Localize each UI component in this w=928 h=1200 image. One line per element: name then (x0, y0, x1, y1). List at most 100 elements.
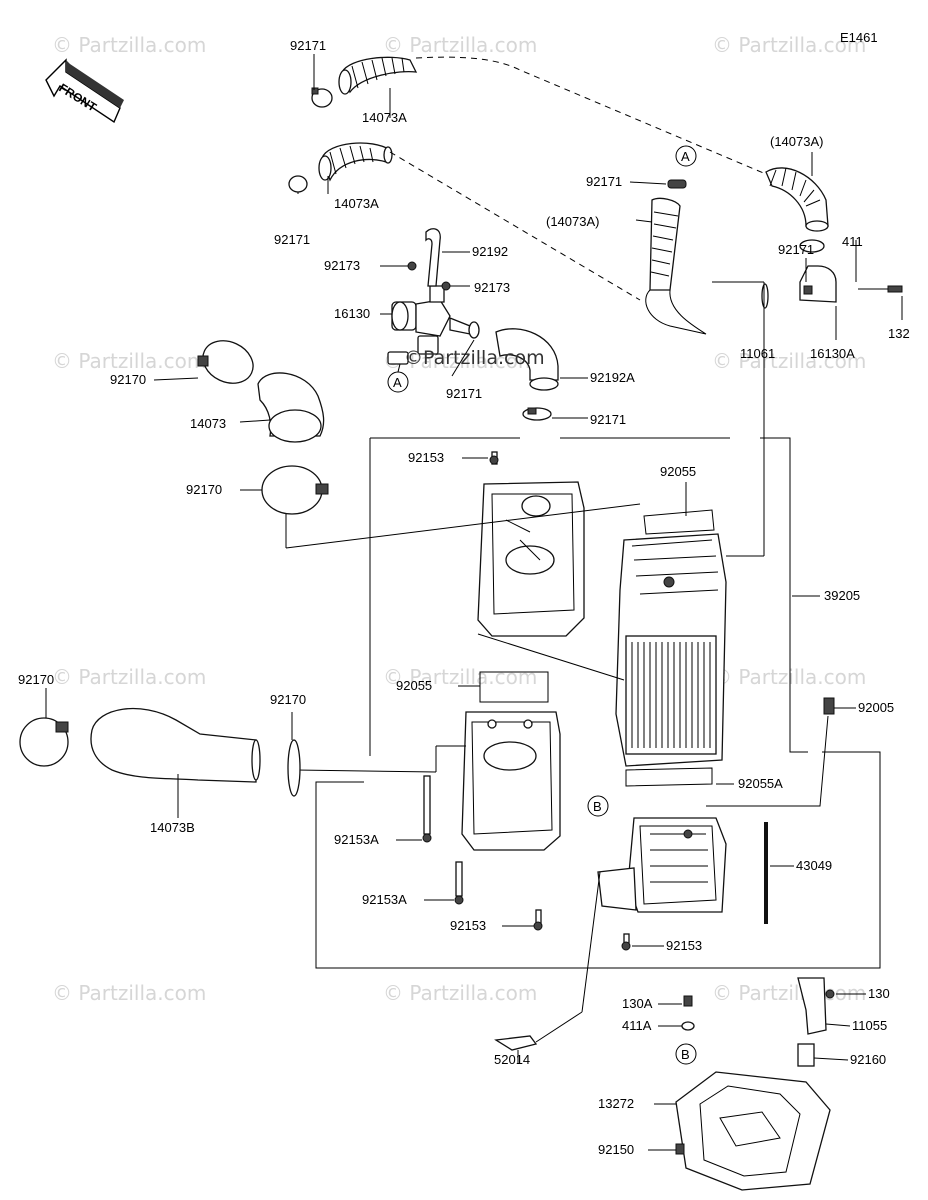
leader (477, 633, 625, 681)
labels-layer: 92171 14073A 92171 14073A 92171 (14073A)… (18, 38, 910, 1157)
part-label: 92192A (590, 370, 635, 385)
part-label: 92153 (450, 918, 486, 933)
part-label: (14073A) (770, 134, 823, 149)
watermark-layer: © Partzilla.com © Partzilla.com © Partzi… (52, 33, 866, 1005)
gasket-92055-upper (643, 509, 715, 535)
bolt-92153a-lower (454, 861, 464, 905)
part-label: 39205 (824, 588, 860, 603)
bolt-92153-tray (621, 933, 631, 951)
tray-lower (597, 817, 727, 913)
clamp-92170-upper (197, 340, 254, 384)
hose-14073a-second (318, 142, 393, 182)
watermark: © Partzilla.com (383, 33, 537, 57)
callout-b-bottom: B (675, 1043, 697, 1065)
hose-14073 (257, 372, 325, 443)
bolt-130 (825, 989, 835, 999)
callout-b-left: B (587, 795, 609, 817)
part-label: 14073 (190, 416, 226, 431)
hose-14073b (90, 707, 261, 783)
bolt-92150 (675, 1143, 685, 1155)
part-label: 92150 (598, 1142, 634, 1157)
front-arrow-icon: FRONT (45, 58, 124, 124)
washer-411a (681, 1021, 695, 1031)
leader (285, 503, 641, 549)
part-label: 13272 (598, 1096, 634, 1111)
bracket-39205 (369, 437, 808, 756)
part-label: 411 (842, 234, 863, 249)
clamp-92171-right (799, 239, 825, 253)
part-label: 92055 (396, 678, 432, 693)
diagram-code: E1461 (840, 30, 878, 45)
watermark: © Partzilla.com (712, 33, 866, 57)
hose-14073a-top (338, 56, 418, 95)
intercooler-39205 (615, 533, 727, 767)
part-label: 92153A (362, 892, 407, 907)
bolt-92153a-upper (422, 775, 432, 843)
part-label: 92171 (274, 232, 310, 247)
hose-14073a-center (645, 197, 707, 335)
leader (706, 715, 829, 807)
part-label: 92192 (472, 244, 508, 259)
hose-92192a (495, 328, 559, 391)
part-label: 92055A (738, 776, 783, 791)
leader (435, 745, 466, 772)
part-label: 16130A (810, 346, 855, 361)
part-label: 411A (622, 1018, 652, 1033)
part-52014 (494, 871, 601, 1051)
part-label: 92153 (666, 938, 702, 953)
part-label: 14073A (334, 196, 379, 211)
part-label: 11055 (852, 1018, 887, 1033)
bolt-92153-top (489, 451, 499, 465)
part-label: 92170 (270, 692, 306, 707)
spacer-92160 (797, 1043, 815, 1067)
part-label: 92170 (110, 372, 146, 387)
callout-a-mid: A (387, 371, 409, 393)
part-label: 43049 (796, 858, 832, 873)
clip-92173-lower (441, 281, 451, 291)
fitting-92005 (823, 697, 835, 715)
bracket-11055 (797, 977, 827, 1035)
clamp-92171-elbow (522, 407, 552, 421)
watermark: © Partzilla.com (52, 349, 206, 373)
bolt-132 (858, 285, 903, 293)
callout-letter: A (393, 375, 402, 390)
part-16130a (799, 258, 837, 303)
clamp-92170-left (19, 717, 69, 767)
clamp-92171-center (667, 179, 687, 189)
watermark: © Partzilla.com (52, 981, 206, 1005)
callout-letter: B (681, 1047, 690, 1062)
leader (295, 769, 437, 773)
watermark: © Partzilla.com (712, 349, 866, 373)
adapter-left (387, 351, 409, 365)
gasket-92055-left (479, 671, 549, 703)
part-label: 92170 (186, 482, 222, 497)
part-label: 92173 (324, 258, 360, 273)
cover-upper (477, 481, 585, 637)
watermark: © Partzilla.com (712, 981, 866, 1005)
hose-14073a-right (765, 167, 829, 232)
part-label: 92160 (850, 1052, 886, 1067)
dashed-link (415, 56, 781, 181)
center-watermark: ©Partzilla.com (404, 347, 545, 369)
bolt-92153-lower (533, 909, 543, 931)
part-label: 92171 (590, 412, 626, 427)
watermark: © Partzilla.com (712, 665, 866, 689)
watermark: © Partzilla.com (383, 665, 537, 689)
bracket-39205-lower (315, 751, 881, 969)
hose-92192 (425, 228, 441, 287)
part-label: 92171 (290, 38, 326, 53)
clip-92173-upper (407, 261, 417, 271)
part-label: 14073A (362, 110, 407, 125)
bolt-130a (683, 995, 693, 1007)
part-label: 92171 (586, 174, 622, 189)
part-label: 132 (888, 326, 910, 341)
gasket-11061 (761, 283, 769, 309)
part-label: 92055 (660, 464, 696, 479)
watermark: © Partzilla.com (383, 981, 537, 1005)
clamp-92170-mid (287, 739, 301, 797)
callout-letter: B (593, 799, 602, 814)
clamp-92171-top (311, 87, 333, 108)
part-label: 92170 (18, 672, 54, 687)
part-label: (14073A) (546, 214, 599, 229)
